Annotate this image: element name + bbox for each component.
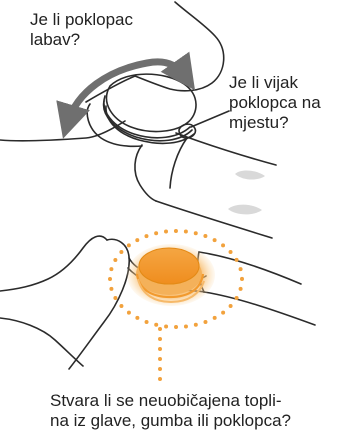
rotation-arrow-icon [68, 62, 185, 122]
lower-hand-outline [0, 121, 125, 141]
unusual-heat-question: Stvara li se neuobičajena topli- na iz g… [50, 391, 340, 431]
device-body-lower [204, 292, 315, 325]
callout-leader-line [191, 111, 229, 127]
cap-screw-question: Je li vijak poklopca na mjestu? [229, 73, 339, 133]
device-body-left-edge [135, 145, 156, 201]
device-body-seam [170, 138, 187, 188]
device-window-highlights [228, 170, 265, 214]
hand-left-outline [0, 236, 107, 291]
hand-lower-outline [0, 318, 83, 366]
cap-loose-question: Je li poklopac labav? [30, 10, 180, 50]
finger-outline [69, 239, 129, 369]
glowing-button-icon [127, 244, 215, 306]
